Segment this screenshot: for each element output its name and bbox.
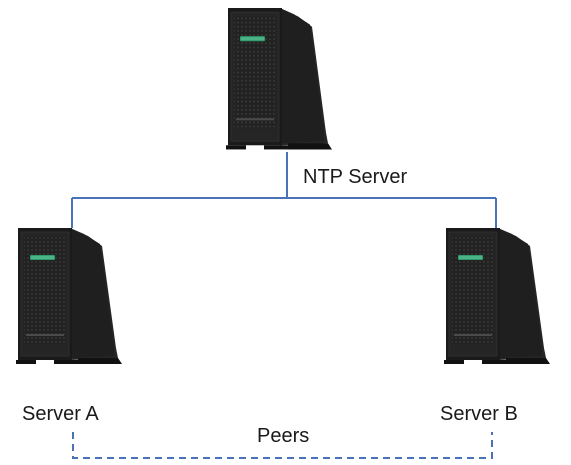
ntp-server-label: NTP Server (303, 166, 407, 188)
server-a-label: Server A (22, 403, 99, 425)
peer-link (72, 432, 493, 459)
tree-connector (71, 152, 497, 228)
ntp-server-node: NTP Server (225, 7, 407, 188)
peers-label: Peers (257, 425, 309, 447)
server-a-node: Server A (15, 227, 123, 425)
peer-dashed-line (72, 432, 493, 459)
tower-server-icon (15, 227, 123, 365)
tower-server-icon (443, 227, 551, 365)
tower-server-icon (225, 7, 333, 150)
server-b-node: Server B (440, 227, 551, 425)
server-b-label: Server B (440, 403, 518, 425)
